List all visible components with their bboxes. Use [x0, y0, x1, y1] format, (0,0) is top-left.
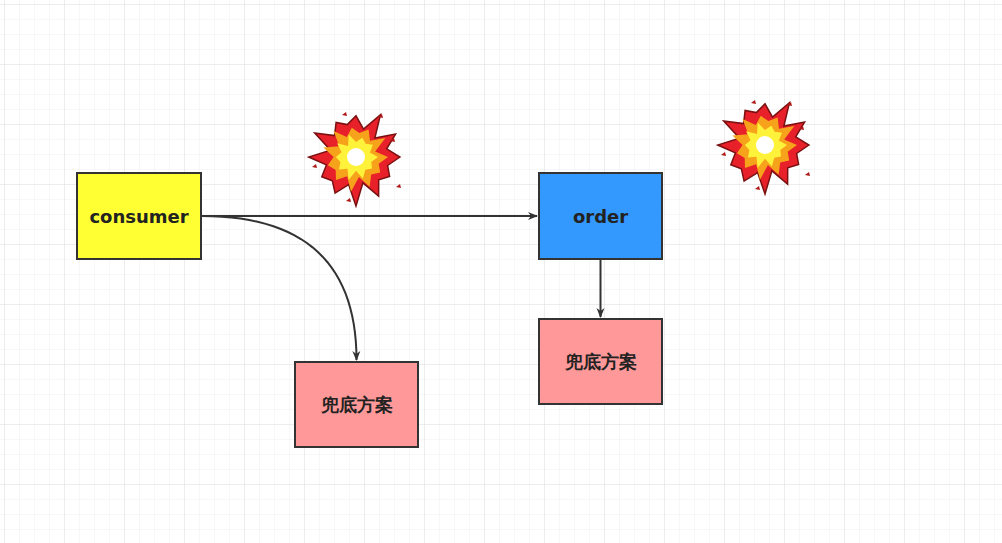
fallback-box: 兜底方案 [538, 318, 663, 405]
service-box: order [538, 172, 663, 260]
node-label: order [573, 206, 628, 227]
explosion-outer [309, 115, 400, 206]
explosion-icon [309, 112, 401, 206]
explosion-inner [336, 135, 378, 180]
explosion-spark [805, 172, 810, 176]
arrow-connector [202, 215, 537, 217]
consumer-box: consumer [76, 172, 202, 260]
node-label: consumer [89, 206, 188, 227]
explosion-spark [751, 100, 756, 104]
arrow-connector [202, 216, 357, 360]
explosion-middle [323, 128, 388, 192]
explosion-outer [718, 103, 809, 194]
explosion-spark [390, 138, 395, 142]
explosion-spark [378, 114, 383, 118]
node-label: 兜底方案 [565, 350, 637, 374]
explosion-middle [732, 116, 797, 180]
fallback-box: 兜底方案 [294, 361, 419, 448]
explosion-spark [787, 102, 792, 106]
node-label: 兜底方案 [321, 393, 393, 417]
explosion-spark [346, 198, 351, 202]
explosion-spark [342, 112, 347, 116]
explosion-spark [312, 164, 317, 168]
explosion-spark [755, 186, 760, 190]
explosion-core [347, 148, 365, 166]
explosion-spark [721, 152, 726, 156]
explosion-spark [799, 126, 804, 130]
explosion-core [756, 136, 774, 154]
explosion-icon [718, 100, 810, 194]
explosion-inner [745, 123, 787, 168]
explosion-spark [396, 184, 401, 188]
arrow-connector [600, 260, 602, 317]
